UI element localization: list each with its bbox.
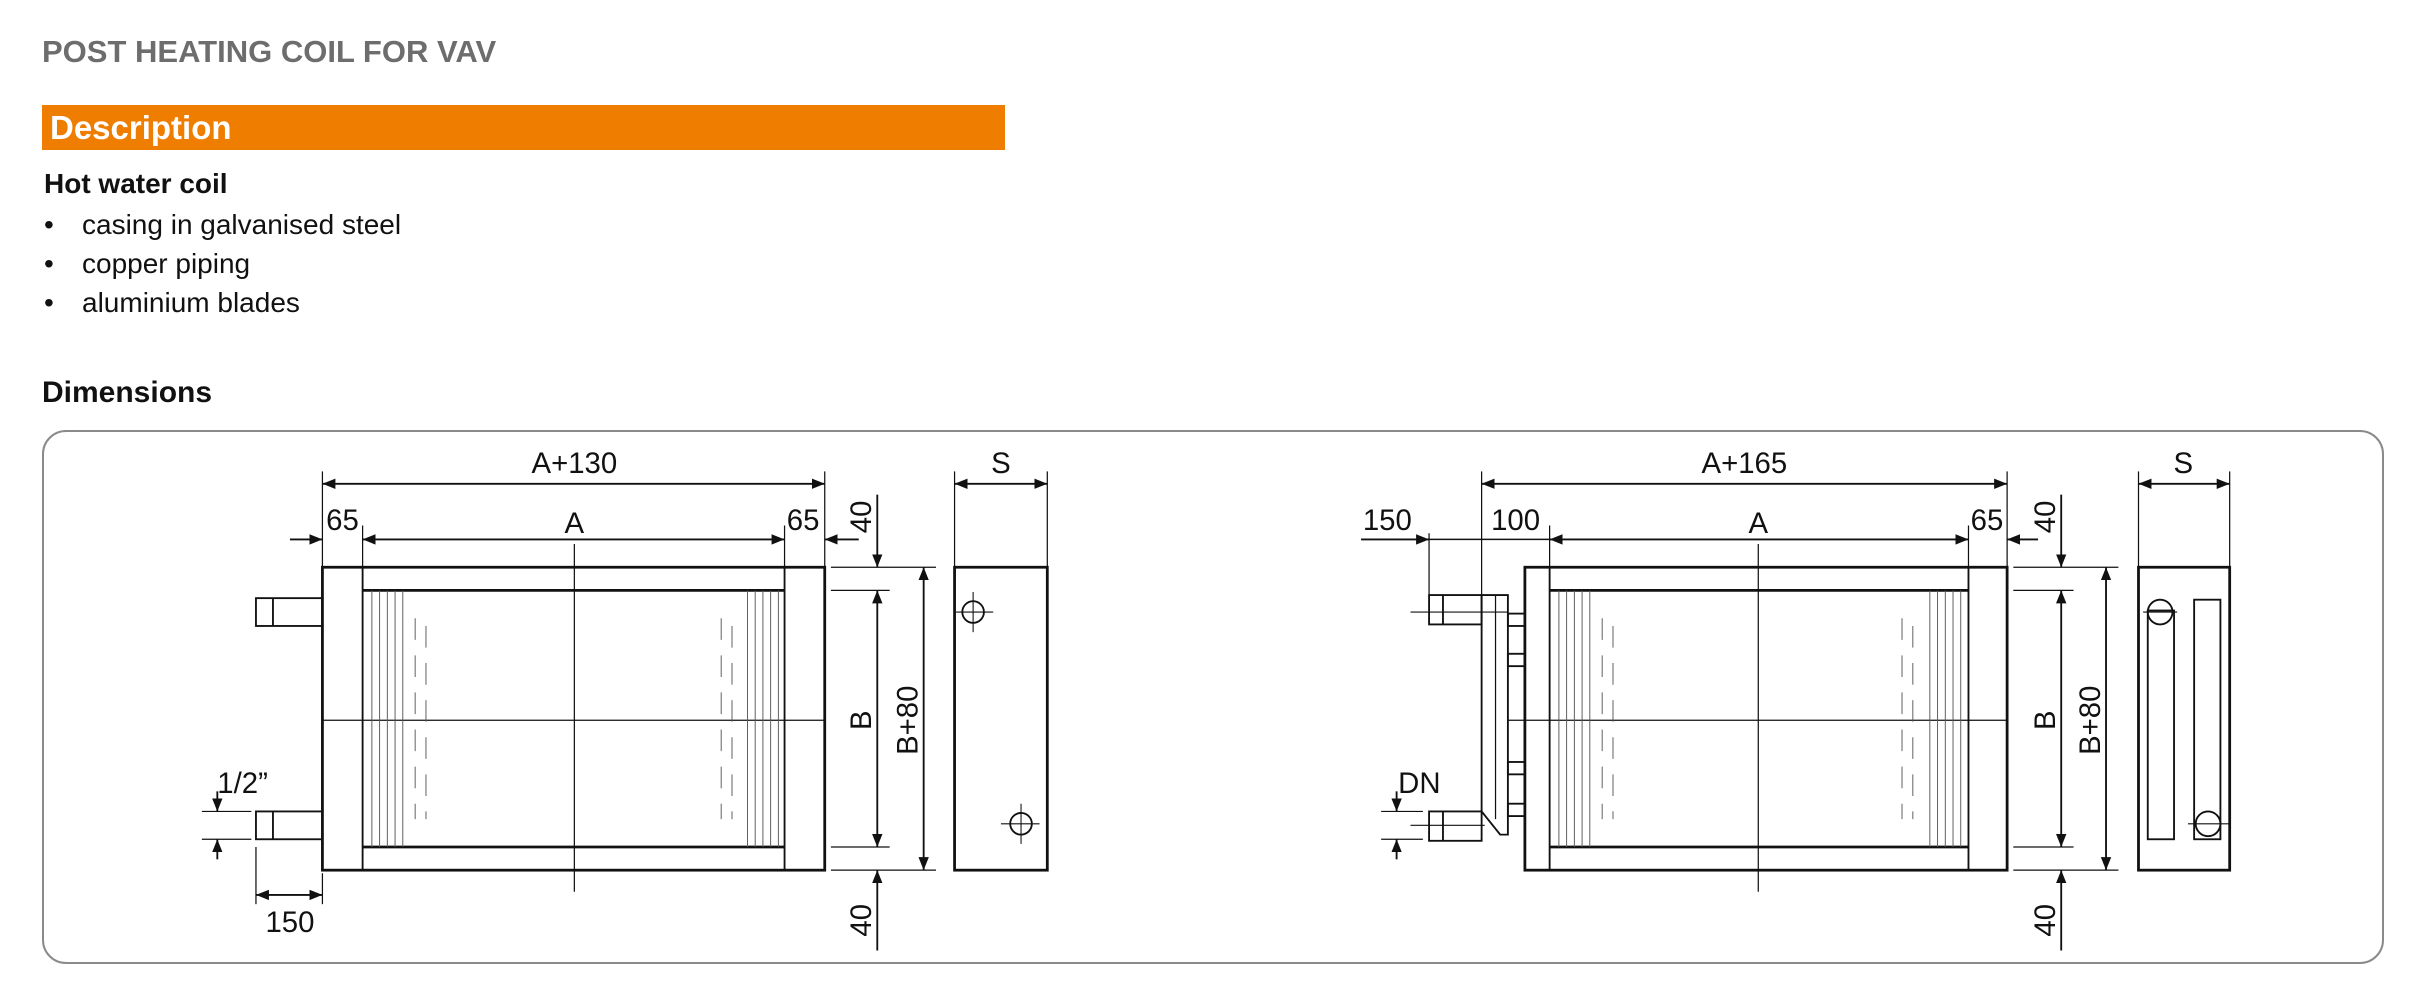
dim-depth-left: S	[991, 447, 1011, 480]
dim-overall-width-right: A+165	[1702, 447, 1788, 480]
dim-header-width-right: 100	[1491, 504, 1540, 537]
page-title: POST HEATING COIL FOR VAV	[42, 34, 497, 69]
dim-height-left: B	[845, 710, 878, 730]
coil-side-view-right	[2137, 565, 2232, 872]
dim-bottom-offset-right: 40	[2029, 904, 2062, 937]
section-header: Description	[50, 109, 232, 146]
dim-top-offset-left: 40	[845, 501, 878, 534]
dim-pipe-length-left: 150	[265, 906, 314, 939]
dim-right-margin-left: 65	[787, 504, 820, 537]
coil-front-view-left	[255, 544, 827, 892]
dim-right-margin-right: 65	[1971, 504, 2004, 537]
feature-item: copper piping	[44, 244, 401, 283]
dim-top-offset-right: 40	[2029, 501, 2062, 534]
feature-item: casing in galvanised steel	[44, 205, 401, 244]
coil-side-view-left	[953, 565, 1049, 872]
dim-pipe-size-right: DN	[1398, 767, 1440, 800]
dim-height-right: B	[2029, 710, 2062, 730]
dim-pipe-length-right: 150	[1363, 504, 1412, 537]
dim-width-right: A	[1748, 507, 1768, 540]
dim-bottom-offset-left: 40	[845, 904, 878, 937]
dim-width-left: A	[565, 507, 585, 540]
feature-list: casing in galvanised steel copper piping…	[44, 205, 401, 322]
dimensions-heading: Dimensions	[42, 376, 213, 409]
dim-overall-height-left: B+80	[891, 686, 924, 755]
feature-item: aluminium blades	[44, 283, 401, 322]
section-header-bar: Description	[42, 105, 1005, 150]
dim-pipe-size-left: 1/2”	[217, 767, 268, 800]
dim-left-margin-left: 65	[326, 504, 359, 537]
dimensions-panel	[42, 430, 2384, 964]
coil-front-view-right	[1410, 544, 2009, 892]
product-subtitle: Hot water coil	[44, 168, 228, 199]
dim-overall-height-right: B+80	[2074, 686, 2107, 755]
dim-overall-width-left: A+130	[531, 447, 617, 480]
dimension-lines-left	[201, 471, 1048, 951]
dimension-lines-right	[1361, 471, 2231, 951]
dim-depth-right: S	[2174, 447, 2194, 480]
